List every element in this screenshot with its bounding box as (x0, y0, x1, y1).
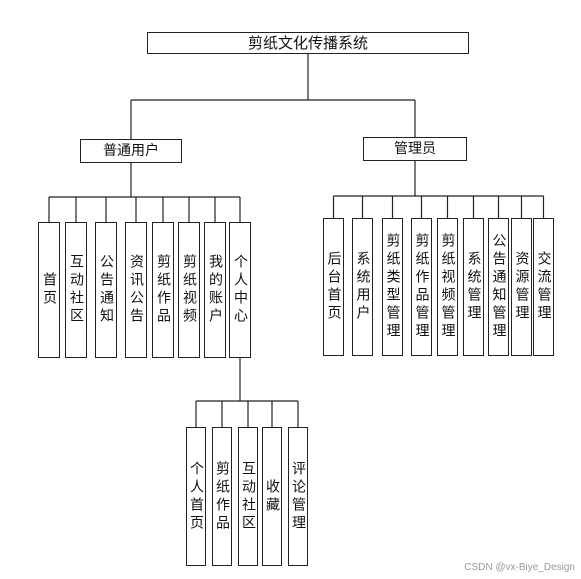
admin-child-node: 公告通知管理 (488, 218, 509, 356)
admin-child-node: 交流管理 (533, 218, 554, 356)
admin-child-node: 系统用户 (352, 218, 373, 356)
user-child-node: 剪纸视频 (178, 222, 200, 358)
admin-label: 管理员 (394, 141, 436, 157)
user-child-node: 互动社区 (65, 222, 87, 358)
admin-node: 管理员 (363, 137, 467, 161)
admin-child-node: 剪纸视频管理 (437, 218, 458, 356)
pc-child-node: 互动社区 (238, 427, 258, 566)
user-child-node: 资讯公告 (125, 222, 147, 358)
admin-child-node: 后台首页 (323, 218, 344, 356)
admin-child-node: 剪纸类型管理 (382, 218, 403, 356)
root-label: 剪纸文化传播系统 (247, 33, 368, 52)
user-label: 普通用户 (103, 143, 159, 159)
user-child-node: 我的账户 (204, 222, 226, 358)
user-child-node: 剪纸作品 (152, 222, 174, 358)
admin-child-node: 资源管理 (511, 218, 532, 356)
admin-child-node: 系统管理 (463, 218, 484, 356)
watermark: CSDN @vx-Biye_Design (464, 562, 575, 573)
user-child-node: 个人中心 (229, 222, 251, 358)
user-node: 普通用户 (80, 139, 182, 163)
pc-child-node: 评论管理 (288, 427, 308, 566)
admin-child-node: 剪纸作品管理 (411, 218, 432, 356)
user-child-node: 首页 (38, 222, 60, 358)
root-node: 剪纸文化传播系统 (147, 32, 469, 54)
pc-child-node: 个人首页 (186, 427, 206, 566)
pc-child-node: 收藏 (262, 427, 282, 566)
user-child-node: 公告通知 (95, 222, 117, 358)
pc-child-node: 剪纸作品 (212, 427, 232, 566)
